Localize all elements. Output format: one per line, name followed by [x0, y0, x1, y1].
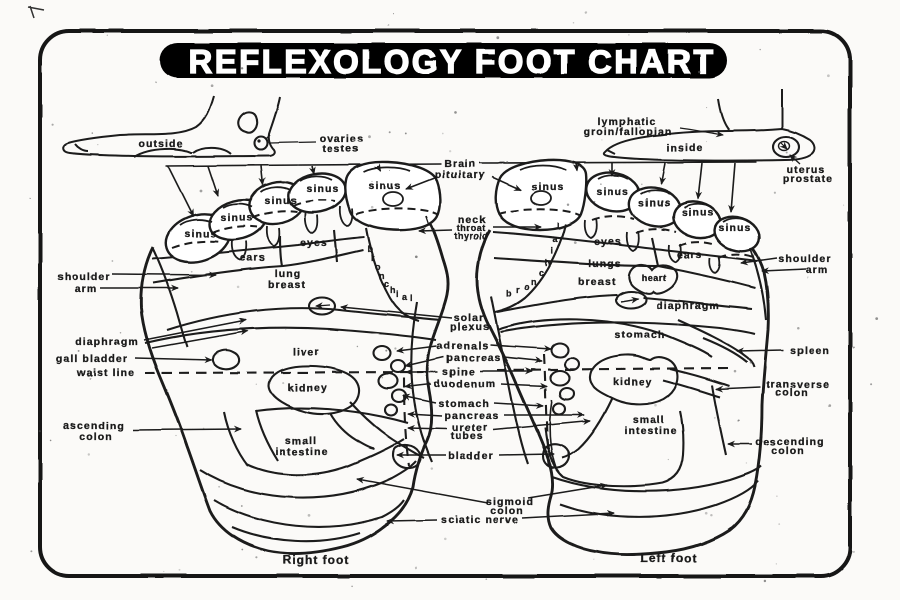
- svg-text:lungs: lungs: [588, 258, 622, 270]
- svg-text:prostate: prostate: [783, 173, 833, 185]
- svg-text:kidney: kidney: [613, 376, 653, 388]
- svg-text:breast: breast: [578, 276, 616, 288]
- svg-text:h: h: [390, 285, 396, 295]
- svg-text:plexus: plexus: [450, 321, 490, 333]
- svg-text:intestine: intestine: [624, 425, 677, 437]
- svg-text:shoulder: shoulder: [57, 271, 110, 283]
- svg-text:groin/fallopian: groin/fallopian: [584, 126, 673, 138]
- svg-text:b: b: [506, 288, 512, 298]
- svg-text:ears: ears: [240, 252, 266, 264]
- svg-text:sigmoid: sigmoid: [486, 496, 534, 508]
- svg-text:kidney: kidney: [288, 382, 328, 394]
- svg-text:l: l: [410, 293, 413, 303]
- svg-text:pituitary: pituitary: [434, 169, 485, 181]
- svg-text:Brain: Brain: [444, 158, 476, 170]
- svg-text:ovaries: ovaries: [320, 133, 364, 145]
- svg-text:heart: heart: [642, 273, 667, 283]
- svg-text:small: small: [285, 435, 317, 447]
- svg-text:lymphatic: lymphatic: [598, 116, 657, 128]
- svg-text:r: r: [371, 253, 375, 263]
- svg-text:tubes: tubes: [450, 430, 484, 442]
- svg-text:c: c: [384, 279, 390, 289]
- svg-text:n: n: [379, 271, 385, 281]
- svg-text:sinus: sinus: [369, 180, 402, 192]
- svg-text:liver: liver: [292, 346, 319, 358]
- svg-text:sinus: sinus: [265, 195, 298, 207]
- svg-text:colon: colon: [775, 387, 809, 399]
- svg-text:r: r: [516, 285, 520, 295]
- svg-text:ureter: ureter: [452, 422, 488, 434]
- svg-text:b: b: [367, 244, 373, 254]
- svg-text:shoulder: shoulder: [778, 253, 831, 265]
- svg-text:a: a: [553, 234, 559, 244]
- svg-text:Left foot: Left foot: [641, 551, 698, 565]
- svg-text:Right foot: Right foot: [283, 553, 350, 567]
- svg-text:eyes: eyes: [300, 237, 328, 249]
- svg-text:adrenals: adrenals: [437, 340, 489, 352]
- svg-text:duodenum: duodenum: [434, 378, 496, 390]
- svg-text:pancreas: pancreas: [445, 410, 500, 422]
- svg-text:n: n: [531, 277, 537, 287]
- svg-text:colon: colon: [771, 445, 805, 457]
- svg-text:pancreas: pancreas: [447, 352, 502, 364]
- svg-text:eyes: eyes: [594, 236, 622, 248]
- svg-text:stomach: stomach: [439, 398, 490, 410]
- svg-text:l: l: [557, 221, 560, 231]
- svg-text:i: i: [551, 246, 554, 256]
- svg-text:thyroid: thyroid: [454, 231, 488, 241]
- svg-text:outside: outside: [138, 138, 183, 150]
- svg-text:a: a: [402, 292, 408, 302]
- svg-text:stomach: stomach: [615, 329, 666, 341]
- svg-text:sinus: sinus: [307, 183, 340, 195]
- svg-text:diaphragm: diaphragm: [75, 336, 139, 348]
- svg-text:colon: colon: [490, 505, 524, 517]
- svg-text:diaphragm: diaphragm: [656, 300, 720, 312]
- svg-text:sinus: sinus: [185, 228, 218, 240]
- svg-text:lung: lung: [275, 268, 302, 280]
- svg-text:small: small: [633, 414, 665, 426]
- svg-text:sinus: sinus: [639, 197, 672, 209]
- svg-text:breast: breast: [268, 279, 306, 291]
- svg-text:waist line: waist line: [76, 367, 135, 379]
- svg-text:sinus: sinus: [597, 186, 630, 198]
- svg-text:solar: solar: [454, 312, 485, 324]
- svg-text:arm: arm: [806, 264, 829, 276]
- svg-text:testes: testes: [323, 143, 360, 155]
- svg-text:o: o: [524, 282, 530, 292]
- svg-text:sciatic nerve: sciatic nerve: [441, 514, 519, 526]
- svg-text:sinus: sinus: [221, 212, 254, 224]
- svg-text:h: h: [545, 258, 551, 268]
- svg-text:colon: colon: [79, 431, 113, 443]
- svg-text:o: o: [375, 262, 381, 272]
- svg-text:gall bladder: gall bladder: [56, 353, 128, 365]
- svg-text:bladder: bladder: [448, 450, 494, 462]
- svg-text:spine: spine: [443, 366, 476, 378]
- svg-text:sinus: sinus: [719, 222, 752, 234]
- svg-text:uterus: uterus: [787, 164, 826, 176]
- svg-text:throat: throat: [457, 223, 486, 233]
- svg-text:ears: ears: [677, 249, 703, 261]
- svg-text:REFLEXOLOGY FOOT CHART: REFLEXOLOGY FOOT CHART: [188, 43, 715, 80]
- svg-text:i: i: [396, 289, 399, 299]
- svg-text:arm: arm: [75, 283, 98, 295]
- svg-text:inside: inside: [667, 142, 704, 154]
- svg-text:intestine: intestine: [275, 446, 328, 458]
- svg-text:transverse: transverse: [766, 379, 830, 391]
- svg-text:neck: neck: [458, 214, 486, 226]
- svg-text:ascending: ascending: [63, 420, 125, 432]
- svg-text:spleen: spleen: [790, 345, 830, 357]
- svg-text:sinus: sinus: [682, 207, 715, 219]
- svg-text:sinus: sinus: [532, 181, 565, 193]
- svg-text:c: c: [539, 268, 545, 278]
- svg-text:descending: descending: [755, 436, 824, 448]
